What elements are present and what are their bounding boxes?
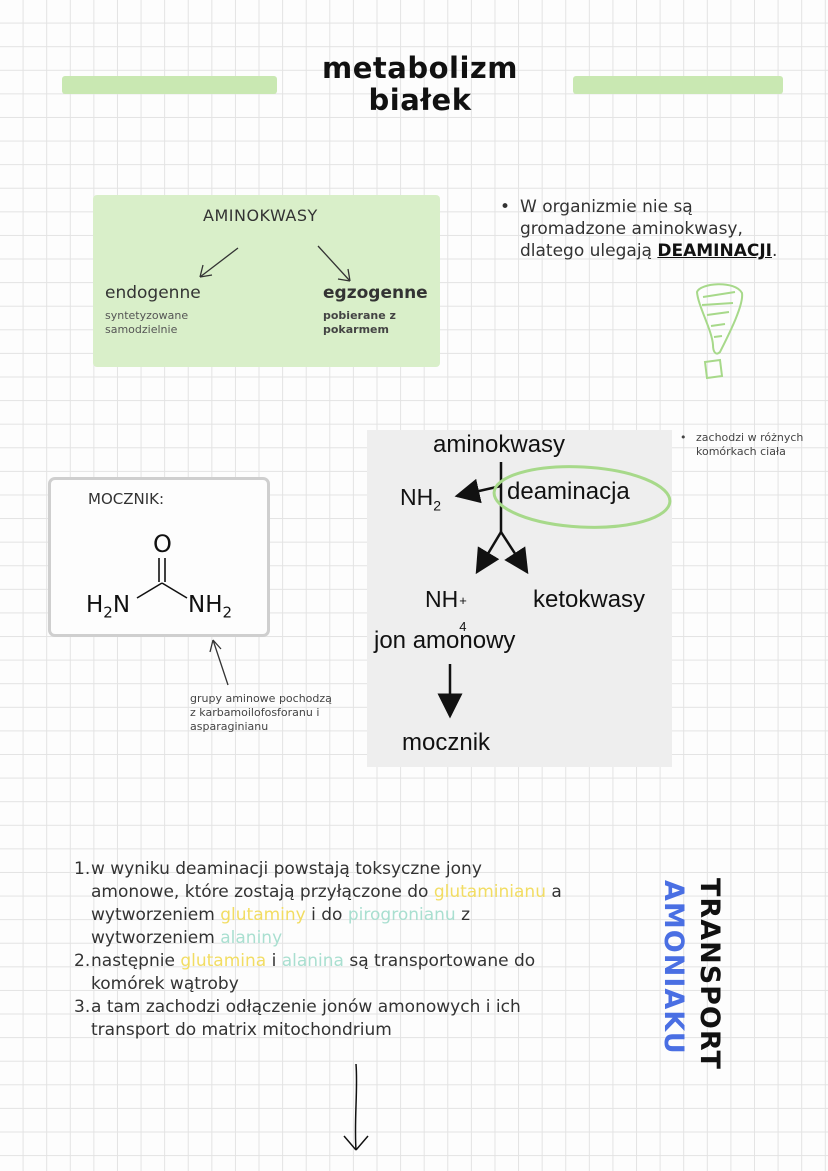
bullet-marker: • bbox=[500, 197, 511, 217]
highlighted-term: glutaminy bbox=[220, 905, 306, 925]
step-item: 1.w wyniku deaminacji powstają toksyczne… bbox=[74, 858, 574, 950]
step-text: i do bbox=[305, 905, 348, 925]
deaminacja-highlight-ring bbox=[492, 465, 672, 529]
diagram-nh4: NH+4 bbox=[425, 586, 468, 634]
grupy-arrow bbox=[209, 639, 229, 686]
step-item: 2.następnie glutamina i alanina są trans… bbox=[74, 950, 574, 996]
step-item: 3.a tam zachodzi odłączenie jonów amonow… bbox=[74, 996, 574, 1042]
bottom-arrow bbox=[343, 1063, 369, 1151]
diagram-nh2: NH2 bbox=[400, 484, 441, 514]
step-text: a tam zachodzi odłączenie jonów amonowyc… bbox=[91, 997, 521, 1040]
diagram-deaminacja: deaminacja bbox=[507, 478, 630, 505]
page-title: metabolizm białek bbox=[290, 52, 550, 116]
page-title-line2: białek bbox=[368, 83, 472, 117]
side-note: • zachodzi w różnych komórkach ciała bbox=[680, 431, 828, 459]
side-note-marker: • bbox=[680, 431, 687, 444]
bullet-emphasis: DEAMINACJI bbox=[657, 241, 773, 261]
bullet-body: W organizmie nie są gromadzone aminokwas… bbox=[520, 197, 743, 261]
step-number: 1. bbox=[74, 859, 91, 879]
highlighted-term: pirogronianu bbox=[347, 905, 456, 925]
bullet-suffix: . bbox=[772, 241, 778, 261]
page-title-line1: metabolizm bbox=[322, 51, 518, 85]
bullet-text: W organizmie nie są gromadzone aminokwas… bbox=[520, 196, 800, 262]
highlighted-term: glutaminianu bbox=[433, 882, 546, 902]
urea-nh2: NH2 bbox=[188, 592, 233, 622]
mocznik-box bbox=[48, 477, 270, 637]
egzogenne-label: egzogenne bbox=[323, 283, 428, 303]
deamination-bullet: • W organizmie nie są gromadzone aminokw… bbox=[500, 196, 800, 262]
diagram-aminokwasy: aminokwasy bbox=[433, 431, 566, 458]
endogenne-arrow bbox=[199, 247, 239, 278]
diagram-nh2-text: NH bbox=[400, 484, 434, 510]
title-brush-right bbox=[573, 76, 783, 94]
side-note-text: zachodzi w różnych komórkach ciała bbox=[696, 431, 804, 458]
diagram-nh2-sub: 2 bbox=[433, 497, 442, 514]
step-text: a wytworzeniem bbox=[91, 882, 562, 925]
diagram-ketokwasy: ketokwasy bbox=[533, 586, 646, 613]
egzogenne-arrow bbox=[317, 245, 351, 282]
highlighted-term: glutamina bbox=[180, 951, 267, 971]
diagram-jon-amonowy: jon amonowy bbox=[374, 627, 516, 654]
title-brush-left bbox=[62, 76, 277, 94]
highlighted-term: alaniny bbox=[220, 928, 283, 948]
diagram-nh4-sub: 4 bbox=[459, 619, 467, 634]
urea-h2n: H2N bbox=[86, 592, 131, 622]
step-text: z wytworzeniem bbox=[91, 905, 471, 948]
transport-steps-list: 1.w wyniku deaminacji powstają toksyczne… bbox=[74, 858, 574, 1042]
mocznik-label: MOCZNIK: bbox=[88, 490, 165, 508]
step-text: i bbox=[266, 951, 282, 971]
step-text: w wyniku deaminacji powstają toksyczne j… bbox=[91, 859, 482, 902]
diagram-nh4-text: NH bbox=[425, 586, 459, 612]
diagram-mocznik: mocznik bbox=[402, 729, 491, 756]
grupy-aminowe-note: grupy aminowe pochodzą z karbamoilofosfo… bbox=[190, 692, 332, 733]
step-text: następnie bbox=[91, 951, 181, 971]
urea-bonds bbox=[136, 558, 188, 599]
endogenne-label: endogenne bbox=[105, 283, 201, 303]
aminokwasy-box bbox=[93, 195, 440, 367]
egzogenne-desc: pobierane z pokarmem bbox=[323, 309, 396, 336]
endogenne-desc: syntetyzowane samodzielnie bbox=[105, 309, 189, 336]
urea-oxygen: O bbox=[153, 530, 172, 558]
step-number: 3. bbox=[74, 997, 91, 1017]
diagram-nh4-sup: + bbox=[459, 593, 467, 608]
step-text: są transportowane do komórek wątroby bbox=[91, 951, 536, 994]
exclamation-icon bbox=[695, 283, 744, 380]
deamination-lines bbox=[437, 462, 529, 719]
aminokwasy-heading: AMINOKWASY bbox=[203, 206, 318, 225]
step-number: 2. bbox=[74, 951, 91, 971]
deamination-diagram-box bbox=[367, 430, 672, 767]
highlighted-term: alanina bbox=[281, 951, 344, 971]
